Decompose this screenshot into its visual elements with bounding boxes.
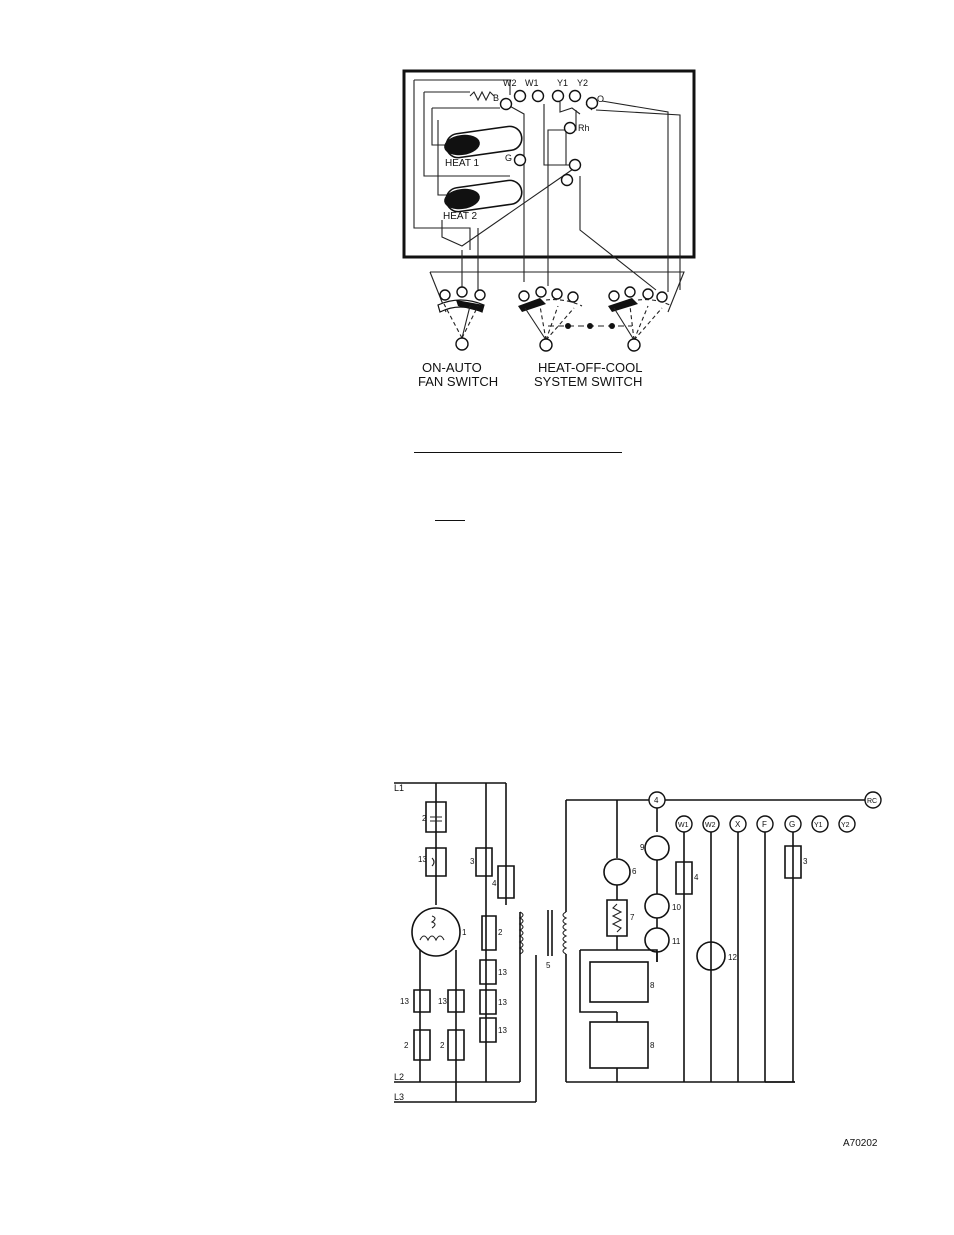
heater-control-lower: 8 [590, 1012, 655, 1082]
svg-text:7: 7 [630, 913, 635, 922]
svg-text:4: 4 [694, 873, 699, 882]
svg-text:13: 13 [438, 997, 447, 1006]
label-l1: L1 [394, 783, 404, 793]
svg-text:13: 13 [498, 968, 507, 977]
term-rc-label: RC [867, 798, 877, 805]
term-y2-label: Y2 [841, 822, 850, 829]
terminal-y1 [553, 91, 564, 102]
system-switch-label-1: HEAT-OFF-COOL [538, 360, 642, 375]
svg-text:2: 2 [498, 928, 503, 937]
terminal-b [501, 99, 512, 110]
svg-text:2: 2 [422, 814, 427, 823]
svg-text:13: 13 [418, 855, 427, 864]
term-g-label: G [789, 820, 795, 829]
heat1-label: HEAT 1 [445, 158, 480, 169]
term-y1-label: Y1 [814, 822, 823, 829]
label-w1: W1 [525, 78, 539, 88]
terminal-g [515, 155, 526, 166]
heater-control-upper: 8 [580, 950, 657, 1012]
svg-text:1: 1 [462, 928, 467, 937]
schematic-diagram: L1 L2 L3 2 13 1 13 13 2 2 3 4 2 [394, 783, 881, 1102]
system-switch-left [518, 287, 582, 351]
svg-text:2: 2 [404, 1041, 409, 1050]
figure-code: A70202 [843, 1138, 877, 1149]
svg-text:11: 11 [672, 937, 681, 946]
terminal-o [587, 98, 598, 109]
svg-text:13: 13 [498, 998, 507, 1007]
term-f-label: F [762, 820, 767, 829]
term-x-label: X [735, 820, 741, 829]
label-g: G [505, 153, 512, 163]
terminal-w1 [533, 91, 544, 102]
terminal-w2 [515, 91, 526, 102]
svg-text:5: 5 [546, 961, 551, 970]
label-l3: L3 [394, 1092, 404, 1102]
compressor-motor [412, 908, 460, 956]
fan-switch [438, 287, 485, 350]
horizontal-rule [414, 452, 622, 453]
svg-text:10: 10 [672, 903, 681, 912]
svg-text:13: 13 [400, 997, 409, 1006]
label-y2: Y2 [577, 78, 588, 88]
svg-text:2: 2 [440, 1041, 445, 1050]
fan-switch-label-1: ON-AUTO [422, 360, 482, 375]
heat2-bulb [443, 179, 524, 213]
svg-text:8: 8 [650, 981, 655, 990]
label-b: B [493, 93, 499, 103]
terminal-y2 [570, 91, 581, 102]
svg-text:4: 4 [492, 879, 497, 888]
label-o: O [597, 94, 604, 104]
term-4-label: 4 [654, 796, 659, 805]
system-switch-label-2: SYSTEM SWITCH [534, 374, 642, 389]
label-y1: Y1 [557, 78, 568, 88]
label-l2: L2 [394, 1072, 404, 1082]
terminal-rh [565, 123, 576, 134]
svg-text:9: 9 [640, 843, 645, 852]
label-w2: W2 [503, 78, 517, 88]
svg-text:3: 3 [803, 857, 808, 866]
svg-text:8: 8 [650, 1041, 655, 1050]
svg-text:13: 13 [498, 1026, 507, 1035]
term-w2-label: W2 [705, 822, 716, 829]
svg-text:12: 12 [728, 953, 737, 962]
system-switch-right [608, 287, 672, 351]
fan-switch-label-2: FAN SWITCH [418, 374, 498, 389]
transformer: 5 [520, 910, 566, 970]
heat2-label: HEAT 2 [443, 211, 478, 222]
svg-text:3: 3 [470, 857, 475, 866]
label-rh: Rh [578, 123, 590, 133]
svg-text:6: 6 [632, 867, 637, 876]
short-rule [435, 520, 465, 521]
term-w1-label: W1 [678, 822, 689, 829]
